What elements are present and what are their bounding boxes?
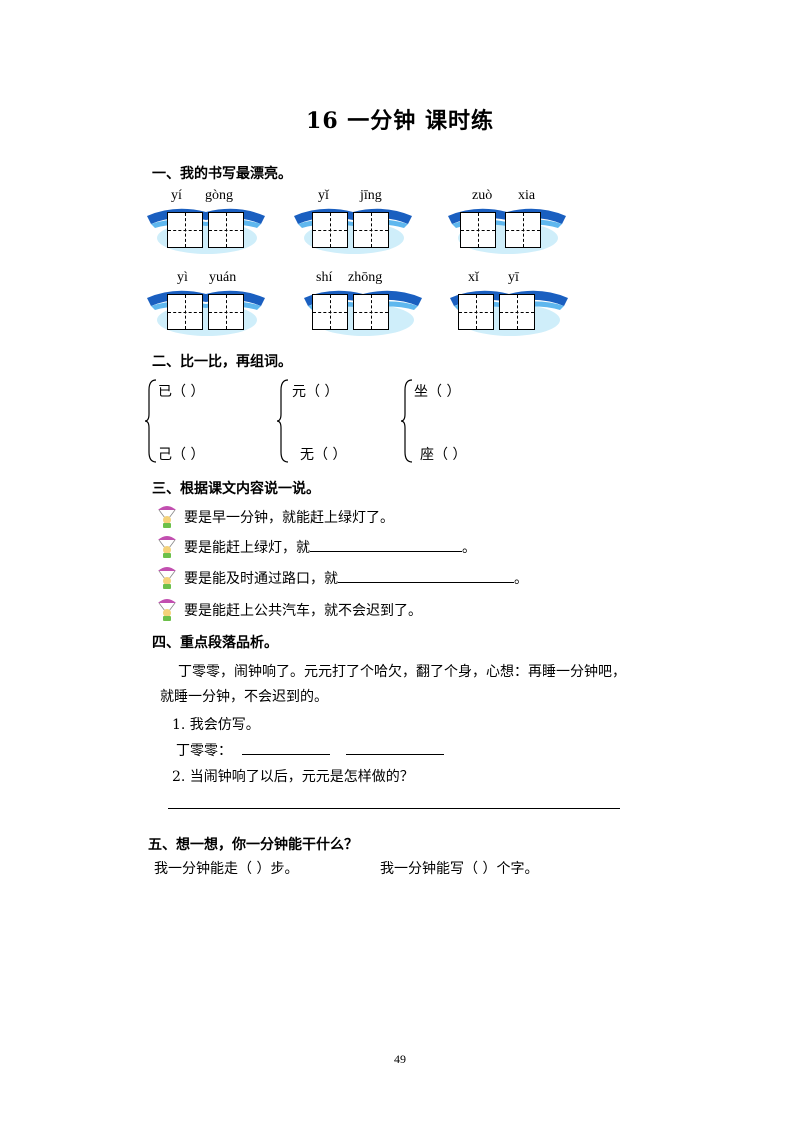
pinyin-2: yī (508, 270, 519, 285)
writing-cell: xǐ yī (448, 270, 708, 350)
pinyin-2: yuán (209, 270, 237, 285)
answer-blank[interactable] (346, 754, 444, 755)
compare-top-2: 元（ ） (292, 384, 339, 400)
answer-blank[interactable] (310, 537, 462, 552)
page-number: 49 (394, 1052, 406, 1066)
writing-box[interactable] (312, 212, 348, 248)
compare-bottom-1: 己（ ） (158, 447, 205, 463)
passage-line-1: 丁零零，闹钟响了。元元打了个哈欠，翻了个身，心想：再睡一分钟吧， (178, 664, 626, 680)
writing-box[interactable] (458, 294, 494, 330)
pinyin-1: xǐ (468, 270, 479, 285)
minute-write-text: 我一分钟能写（ ）个字。 (380, 861, 539, 877)
pinyin-1: yí (171, 188, 182, 203)
compare-top-1: 已（ ） (158, 384, 205, 400)
writing-box[interactable] (460, 212, 496, 248)
writing-box[interactable] (167, 212, 203, 248)
writing-box[interactable] (353, 212, 389, 248)
section-1-heading: 一、我的书写最漂亮。 (152, 166, 292, 182)
compare-bottom-2: 无（ ） (300, 447, 347, 463)
imitation-prefix: 丁零零： (176, 743, 232, 759)
wave-decoration-icon (147, 208, 265, 254)
page-title: 16 一分钟 课时练 (306, 108, 494, 134)
parachute-icon (158, 536, 176, 558)
passage-line-2: 就睡一分钟，不会迟到的。 (160, 689, 328, 705)
pinyin-2: xia (518, 188, 536, 203)
left-brace-icon (276, 379, 289, 463)
writing-box[interactable] (353, 294, 389, 330)
compare-bottom-3: 座（ ） (420, 447, 467, 463)
writing-cell: yì yuán (145, 270, 405, 350)
compare-top-3: 坐（ ） (414, 384, 461, 400)
writing-cell: yí gòng (145, 188, 405, 268)
writing-box[interactable] (208, 212, 244, 248)
left-brace-icon (400, 379, 413, 463)
sentence-end: 。 (462, 540, 476, 556)
pinyin-2: jīng (360, 188, 382, 203)
answer-blank[interactable] (338, 568, 514, 583)
writing-cell: yǐ jīng (292, 188, 552, 268)
writing-cell: shí zhōng (302, 270, 562, 350)
pinyin-1: shí (316, 270, 333, 285)
pinyin-2: zhōng (348, 270, 383, 285)
writing-box[interactable] (505, 212, 541, 248)
question-2: 2. 当闹钟响了以后，元元是怎样做的？ (172, 769, 414, 785)
sentence-text: 要是早一分钟，就能赶上绿灯了。 (184, 510, 394, 526)
writing-box[interactable] (167, 294, 203, 330)
section-4-heading: 四、重点段落品析。 (152, 635, 278, 651)
pinyin-1: yì (177, 270, 188, 285)
left-brace-icon (144, 379, 157, 463)
wave-decoration-icon (147, 290, 265, 336)
writing-box[interactable] (499, 294, 535, 330)
section-5-heading: 五、想一想，你一分钟能干什么？ (148, 837, 358, 853)
pinyin-1: yǐ (318, 188, 329, 203)
parachute-icon (158, 506, 176, 528)
question-1: 1. 我会仿写。 (172, 717, 260, 733)
sentence-text: 要是能及时通过路口，就 (184, 571, 338, 587)
sentence-text: 要是能赶上绿灯，就 (184, 540, 310, 556)
writing-box[interactable] (208, 294, 244, 330)
pinyin-2: gòng (205, 188, 233, 203)
answer-line[interactable] (168, 808, 620, 809)
minute-walk-text: 我一分钟能走（ ）步。 (154, 861, 299, 877)
answer-blank[interactable] (242, 754, 330, 755)
sentence-end: 。 (514, 571, 528, 587)
parachute-icon (158, 599, 176, 621)
pinyin-1: zuò (472, 188, 493, 203)
writing-box[interactable] (312, 294, 348, 330)
section-2-heading: 二、比一比，再组词。 (152, 354, 292, 370)
writing-cell: zuò xia (446, 188, 706, 268)
sentence-text: 要是能赶上公共汽车，就不会迟到了。 (184, 603, 422, 619)
parachute-icon (158, 567, 176, 589)
section-3-heading: 三、根据课文内容说一说。 (152, 481, 320, 497)
